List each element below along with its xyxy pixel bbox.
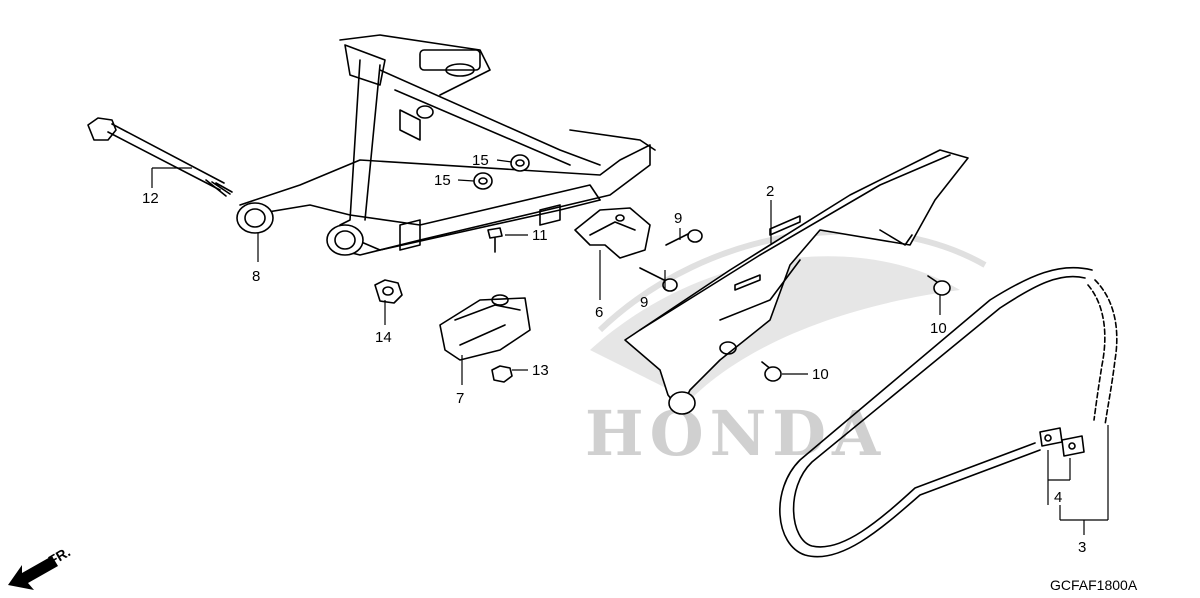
callout-10-right: 10 xyxy=(930,320,947,337)
callout-6: 6 xyxy=(595,304,603,321)
callout-15-lower: 15 xyxy=(434,172,451,189)
master-link xyxy=(1039,427,1085,457)
chain-slider xyxy=(439,294,531,361)
callout-11: 11 xyxy=(532,227,548,244)
pivot-bolt xyxy=(87,117,233,197)
callout-14: 14 xyxy=(375,329,392,346)
callout-8: 8 xyxy=(252,268,260,285)
callout-13: 13 xyxy=(532,362,549,379)
callouts: 15 15 12 8 14 11 13 7 6 9 9 2 10 10 4 3 xyxy=(142,152,1086,556)
callout-9-upper: 9 xyxy=(674,210,682,227)
leader-lines xyxy=(151,159,1109,535)
callout-9-lower: 9 xyxy=(640,294,648,311)
callout-12: 12 xyxy=(142,190,159,207)
bolts-10 xyxy=(761,275,951,382)
callout-3: 3 xyxy=(1078,539,1086,556)
bolts-9 xyxy=(639,229,703,292)
watermark-text: HONDA xyxy=(585,397,886,470)
front-direction-arrow: FR. xyxy=(8,543,73,590)
drive-chain xyxy=(779,266,1118,558)
small-fasteners xyxy=(374,154,530,383)
callout-10-lower: 10 xyxy=(812,366,829,383)
callout-4: 4 xyxy=(1054,489,1062,506)
diagram-code: GCFAF1800A xyxy=(1050,577,1138,593)
slider-plate xyxy=(574,207,651,259)
callout-15-upper: 15 xyxy=(472,152,489,169)
chain-case xyxy=(624,149,969,415)
swingarm xyxy=(236,34,656,256)
callout-7: 7 xyxy=(456,390,464,407)
callout-2: 2 xyxy=(766,183,774,200)
